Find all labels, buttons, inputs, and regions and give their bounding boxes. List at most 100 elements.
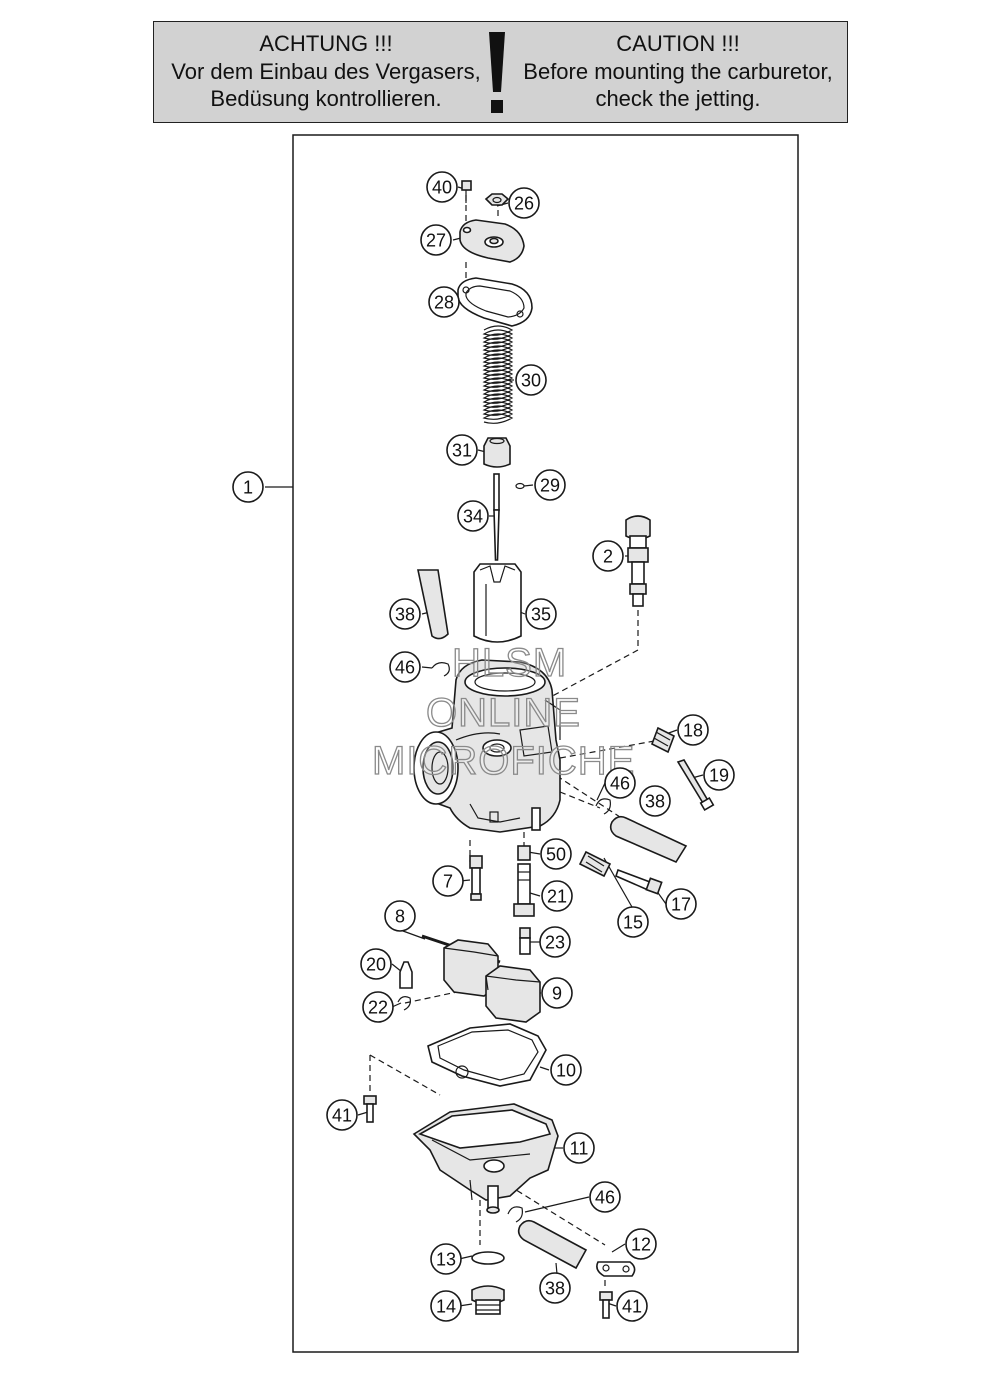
callout-circle [525, 598, 557, 630]
cap-nut [484, 193, 510, 206]
callout-circle [703, 759, 735, 791]
callout-21: 21 [541, 880, 573, 912]
needle-jet [513, 863, 535, 917]
callout-label: 22 [368, 998, 388, 1018]
callout-7: 7 [432, 865, 464, 897]
callout-circle [604, 767, 636, 799]
callout-2: 2 [592, 540, 624, 572]
jet-holder-seal [517, 845, 531, 861]
callout-circle [563, 1132, 595, 1164]
callout-41: 41 [326, 1099, 358, 1131]
callout-40: 40 [426, 171, 458, 203]
callout-circle [592, 540, 624, 572]
callout-9: 9 [541, 977, 573, 1009]
bowl-screw-right [599, 1291, 613, 1319]
air-screw-spring [578, 850, 612, 878]
callout-circle [432, 865, 464, 897]
cold-start-plunger [625, 515, 651, 607]
warning-box: ACHTUNG !!! Vor dem Einbau des Vergasers… [153, 21, 848, 123]
warning-en-heading: CAUTION !!! [616, 31, 740, 56]
float-assembly [443, 939, 541, 1023]
callout-26: 26 [508, 187, 540, 219]
callout-label: 46 [395, 658, 415, 678]
callout-circle [430, 1290, 462, 1322]
callout-label: 41 [622, 1297, 642, 1317]
callout-circle [665, 888, 697, 920]
callout-label: 34 [463, 507, 483, 527]
callout-label: 30 [521, 371, 541, 391]
callout-circle [589, 1181, 621, 1213]
warning-de-line-2: Bedüsung kontrollieren. [210, 86, 442, 111]
callout-28: 28 [428, 286, 460, 318]
callout-label: 27 [426, 231, 446, 251]
idle-jet [469, 855, 483, 901]
callout-label: 9 [552, 984, 562, 1004]
callout-label: 31 [452, 441, 472, 461]
hose-clip-middle [595, 798, 611, 815]
callout-label: 35 [531, 605, 551, 625]
callout-label: 38 [645, 792, 665, 812]
warning-de-heading: ACHTUNG !!! [259, 31, 393, 56]
callout-circle [508, 187, 540, 219]
idle-mixture-screw [650, 726, 715, 812]
watermark-line-2: ONLINE [426, 691, 581, 735]
watermark-line-3: MICROFICHE [372, 739, 635, 783]
callout-label: 38 [545, 1279, 565, 1299]
callout-label: 8 [395, 907, 405, 927]
callout-label: 7 [443, 872, 453, 892]
overflow-hose-lower [517, 1219, 588, 1270]
watermark: HLSM ONLINE MICROFICHE [371, 640, 635, 783]
needle-retainer [483, 437, 511, 468]
callout-12: 12 [625, 1228, 657, 1260]
warning-en-line-2: check the jetting. [595, 86, 761, 111]
callout-19: 19 [703, 759, 735, 791]
warning-en-line-1: Before mounting the carburetor, [523, 58, 833, 84]
throttle-slide [473, 563, 522, 643]
callout-10: 10 [550, 1054, 582, 1086]
callout-circle [420, 224, 452, 256]
callout-circle [362, 991, 394, 1023]
needle-clip [515, 482, 525, 490]
callout-circle [539, 1272, 571, 1304]
callout-circle [389, 651, 421, 683]
callout-label: 29 [540, 476, 560, 496]
callout-circle [625, 1228, 657, 1260]
callout-circle [326, 1099, 358, 1131]
callout-label: 14 [436, 1297, 456, 1317]
callout-8: 8 [384, 900, 416, 932]
callout-18: 18 [677, 714, 709, 746]
callout-31: 31 [446, 434, 478, 466]
callout-circle [550, 1054, 582, 1086]
callout-38: 38 [539, 1272, 571, 1304]
air-screw [615, 868, 663, 895]
cap-screw [461, 180, 472, 191]
callout-35: 35 [525, 598, 557, 630]
overflow-hose-middle [609, 815, 688, 864]
callout-circle [617, 906, 649, 938]
callout-23: 23 [539, 926, 571, 958]
callout-13: 13 [430, 1243, 462, 1275]
assembly-frame [292, 134, 799, 1353]
callout-46: 46 [589, 1181, 621, 1213]
callout-circle [541, 880, 573, 912]
callout-circle [534, 469, 566, 501]
callout-label: 50 [546, 845, 566, 865]
callout-label: 10 [556, 1061, 576, 1081]
callout-label: 13 [436, 1250, 456, 1270]
exclamation-icon [489, 32, 505, 113]
cap-gasket [457, 277, 533, 327]
callout-17: 17 [665, 888, 697, 920]
callout-50: 50 [540, 838, 572, 870]
callout-1: 1 [232, 471, 264, 503]
carburetor-body [413, 659, 561, 833]
callout-circle [426, 171, 458, 203]
callout-circle [428, 286, 460, 318]
callout-46: 46 [389, 651, 421, 683]
callout-15: 15 [617, 906, 649, 938]
warning-english: CAUTION !!! Before mounting the carburet… [511, 30, 845, 113]
callout-46: 46 [604, 767, 636, 799]
callout-label: 17 [671, 895, 691, 915]
callout-label: 28 [434, 293, 454, 313]
callout-circle [515, 364, 547, 396]
